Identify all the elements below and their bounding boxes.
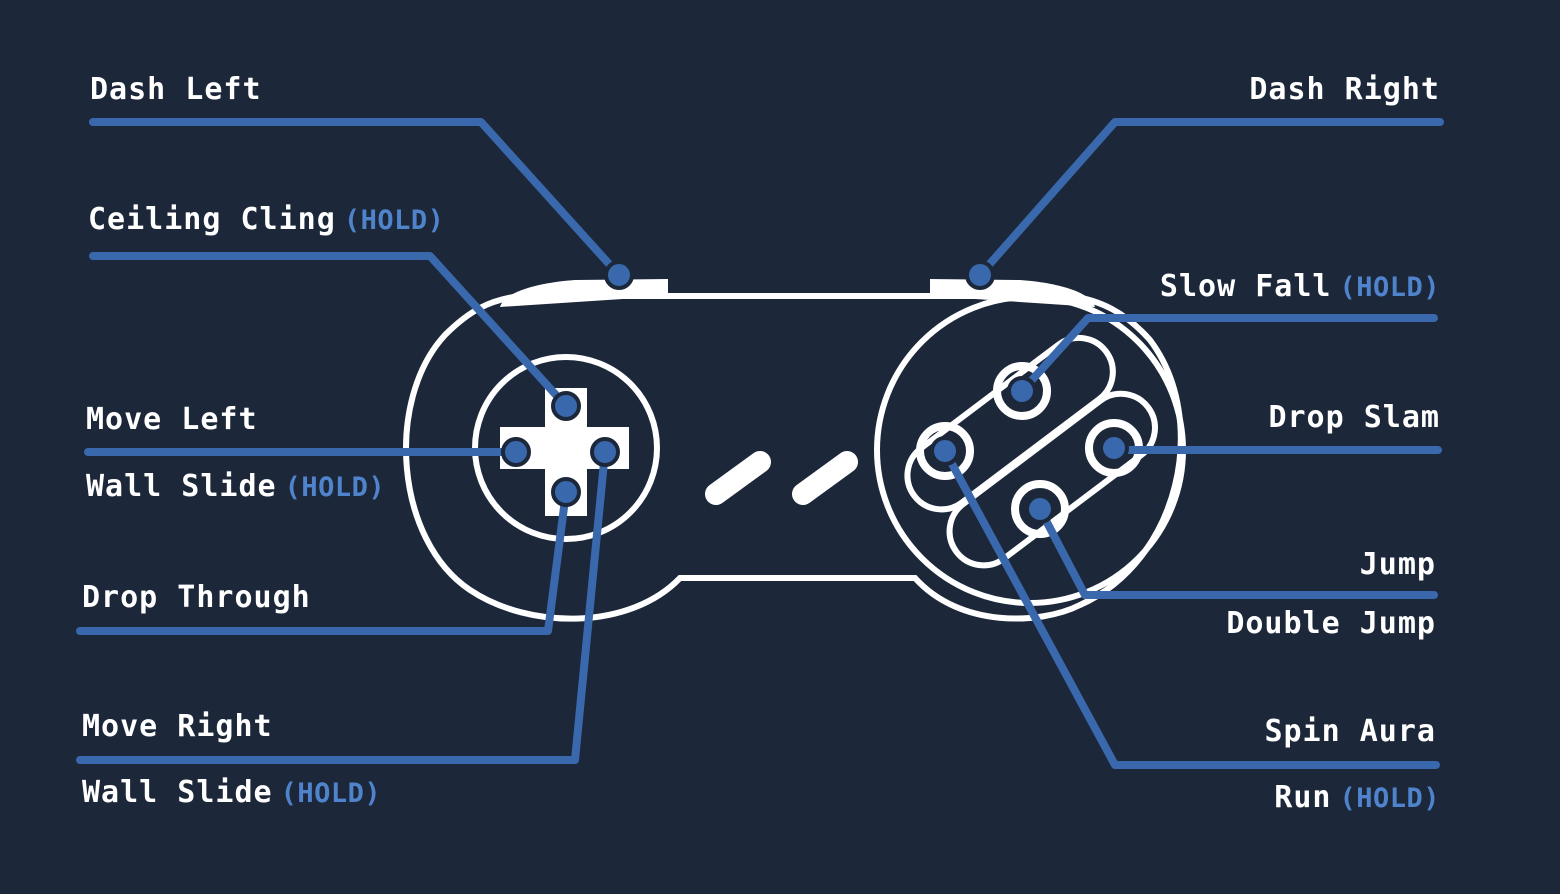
face-button-x <box>993 362 1051 420</box>
select-start-buttons <box>705 451 858 505</box>
label-run-text: Run <box>1274 780 1332 815</box>
dot-shoulder-r <box>965 260 995 290</box>
face-button-b <box>1011 480 1069 538</box>
label-drop-slam-text: Drop Slam <box>1268 400 1440 435</box>
label-drop-slam: Drop Slam <box>1268 401 1440 435</box>
dot-button-b <box>1025 494 1055 524</box>
label-dash-left: Dash Left <box>90 73 262 107</box>
dot-dpad-left <box>501 437 531 467</box>
dot-button-y <box>930 436 960 466</box>
label-slow-fall: Slow Fall(HOLD) <box>1160 270 1440 305</box>
hold-tag: (HOLD) <box>1339 272 1440 303</box>
hold-tag: (HOLD) <box>1339 783 1440 814</box>
dot-shoulder-l <box>604 260 634 290</box>
label-jump: Jump <box>1360 548 1436 582</box>
label-jump-text: Jump <box>1359 547 1436 582</box>
hold-tag: (HOLD) <box>343 205 445 236</box>
label-spin-aura-text: Spin Aura <box>1264 714 1436 749</box>
dot-dpad-down <box>551 477 581 507</box>
shoulder-l-button <box>500 279 668 307</box>
label-dash-right-text: Dash Right <box>1249 72 1440 107</box>
label-dash-right: Dash Right <box>1249 73 1440 107</box>
label-wall-slide-right-text: Wall Slide <box>82 775 273 810</box>
label-double-jump: Double Jump <box>1226 607 1436 641</box>
button-pill-bottom <box>946 390 1158 569</box>
select-button <box>705 451 771 505</box>
label-move-left-text: Move Left <box>86 402 258 437</box>
dot-dpad-right <box>590 437 620 467</box>
label-ceiling-cling: Ceiling Cling(HOLD) <box>88 203 444 238</box>
label-double-jump-text: Double Jump <box>1226 606 1436 641</box>
label-wall-slide-left: Wall Slide(HOLD) <box>86 470 385 505</box>
label-move-left: Move Left <box>86 403 258 437</box>
label-spin-aura: Spin Aura <box>1264 715 1436 749</box>
line-slow-fall <box>1018 314 1438 395</box>
label-move-right: Move Right <box>82 710 273 744</box>
dot-button-x <box>1007 376 1037 406</box>
controller-body <box>403 293 1184 622</box>
line-ceiling-cling <box>89 252 570 410</box>
label-move-right-text: Move Right <box>82 709 273 744</box>
label-ceiling-cling-text: Ceiling Cling <box>88 202 336 237</box>
line-dash-right <box>976 118 1444 279</box>
line-dash-left <box>89 118 623 279</box>
line-jump <box>1036 505 1438 599</box>
hold-tag: (HOLD) <box>280 778 382 809</box>
dpad-icon <box>500 388 629 516</box>
callout-dots <box>501 260 1129 524</box>
label-wall-slide-left-text: Wall Slide <box>86 469 277 504</box>
hold-tag: (HOLD) <box>284 472 386 503</box>
label-dash-left-text: Dash Left <box>90 72 262 107</box>
label-run: Run(HOLD) <box>1274 781 1440 816</box>
face-button-y <box>916 422 974 480</box>
callout-lines <box>76 118 1444 769</box>
start-button <box>792 451 858 505</box>
line-move-right <box>76 448 609 764</box>
label-slow-fall-text: Slow Fall <box>1159 269 1332 304</box>
button-pill-groups <box>904 334 1158 569</box>
dot-button-a <box>1099 433 1129 463</box>
label-drop-through-text: Drop Through <box>82 580 311 615</box>
line-spin-aura <box>941 447 1440 769</box>
dot-dpad-up <box>551 391 581 421</box>
label-wall-slide-right: Wall Slide(HOLD) <box>82 776 381 811</box>
shoulder-r-button <box>930 279 1095 307</box>
label-drop-through: Drop Through <box>82 581 311 615</box>
line-drop-through <box>76 488 570 635</box>
